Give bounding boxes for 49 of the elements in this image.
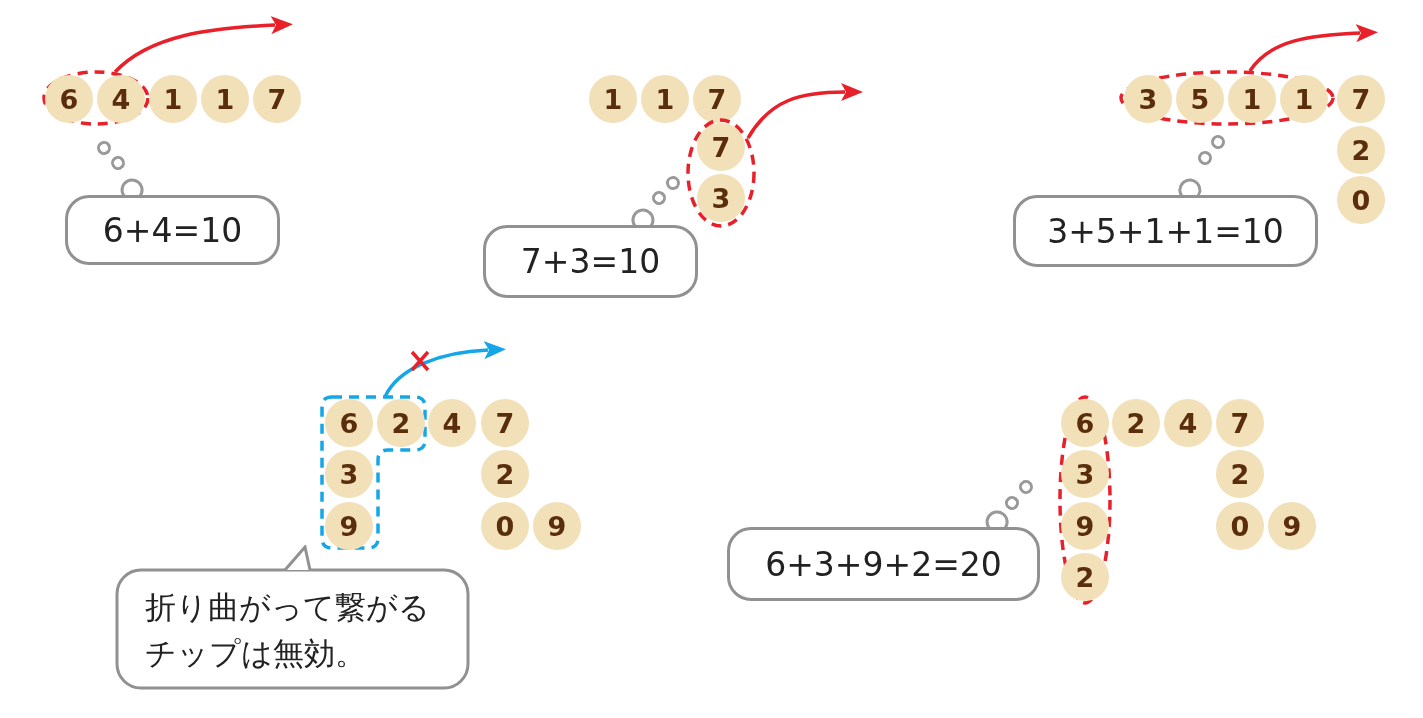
number-chip: 1 [201, 75, 249, 123]
number-chip: 7 [1216, 399, 1264, 447]
number-chip: 7 [481, 399, 529, 447]
dashed-oval-outline [1058, 395, 1112, 605]
curved-arrow [113, 16, 293, 74]
number-chip: 9 [325, 502, 373, 550]
number-chip: 1 [641, 75, 689, 123]
number-chip: 7 [1337, 75, 1385, 123]
dashed-oval-outline [42, 70, 150, 126]
dashed-oval-outline [1119, 70, 1335, 126]
number-chip: 2 [1337, 126, 1385, 174]
dashed-outline [320, 395, 427, 550]
thought-bubble: 3+5+1+1=10 [1013, 195, 1318, 267]
number-chip: 3 [1124, 75, 1172, 123]
number-chip: 2 [377, 399, 425, 447]
number-chip: 4 [1164, 399, 1212, 447]
thought-bubble: 6+3+9+2=20 [727, 527, 1040, 601]
number-chip: 4 [428, 399, 476, 447]
dashed-oval-outline [686, 118, 756, 228]
curved-arrow [746, 83, 863, 139]
curved-arrow [1248, 24, 1378, 73]
thought-bubble: 7+3=10 [483, 225, 698, 298]
number-chip: 1 [589, 75, 637, 123]
number-chip: 1 [149, 75, 197, 123]
number-chip: 3 [325, 450, 373, 498]
number-chip: 3 [1061, 450, 1109, 498]
number-chip: 2 [1112, 399, 1160, 447]
number-chip: 0 [1216, 502, 1264, 550]
number-chip: 0 [481, 502, 529, 550]
number-chip: 5 [1176, 75, 1224, 123]
number-chip: 2 [481, 450, 529, 498]
number-chip: 2 [1061, 553, 1109, 601]
number-chip: 0 [1337, 176, 1385, 224]
number-chip: 9 [1061, 502, 1109, 550]
number-chip: 9 [1268, 502, 1316, 550]
number-chip: 6 [1061, 399, 1109, 447]
number-chip: 7 [253, 75, 301, 123]
number-chip: 1 [1228, 75, 1276, 123]
number-chip: 7 [697, 123, 745, 171]
thought-bubble: 6+4=10 [65, 195, 280, 265]
number-chip: 4 [97, 75, 145, 123]
number-chip: 6 [45, 75, 93, 123]
number-chip: 6 [325, 399, 373, 447]
number-chip: 2 [1216, 450, 1264, 498]
number-chip: 1 [1280, 75, 1328, 123]
number-chip: 3 [697, 174, 745, 222]
number-chip: 7 [693, 75, 741, 123]
number-chip: 9 [533, 502, 581, 550]
curved-arrow [383, 341, 506, 398]
